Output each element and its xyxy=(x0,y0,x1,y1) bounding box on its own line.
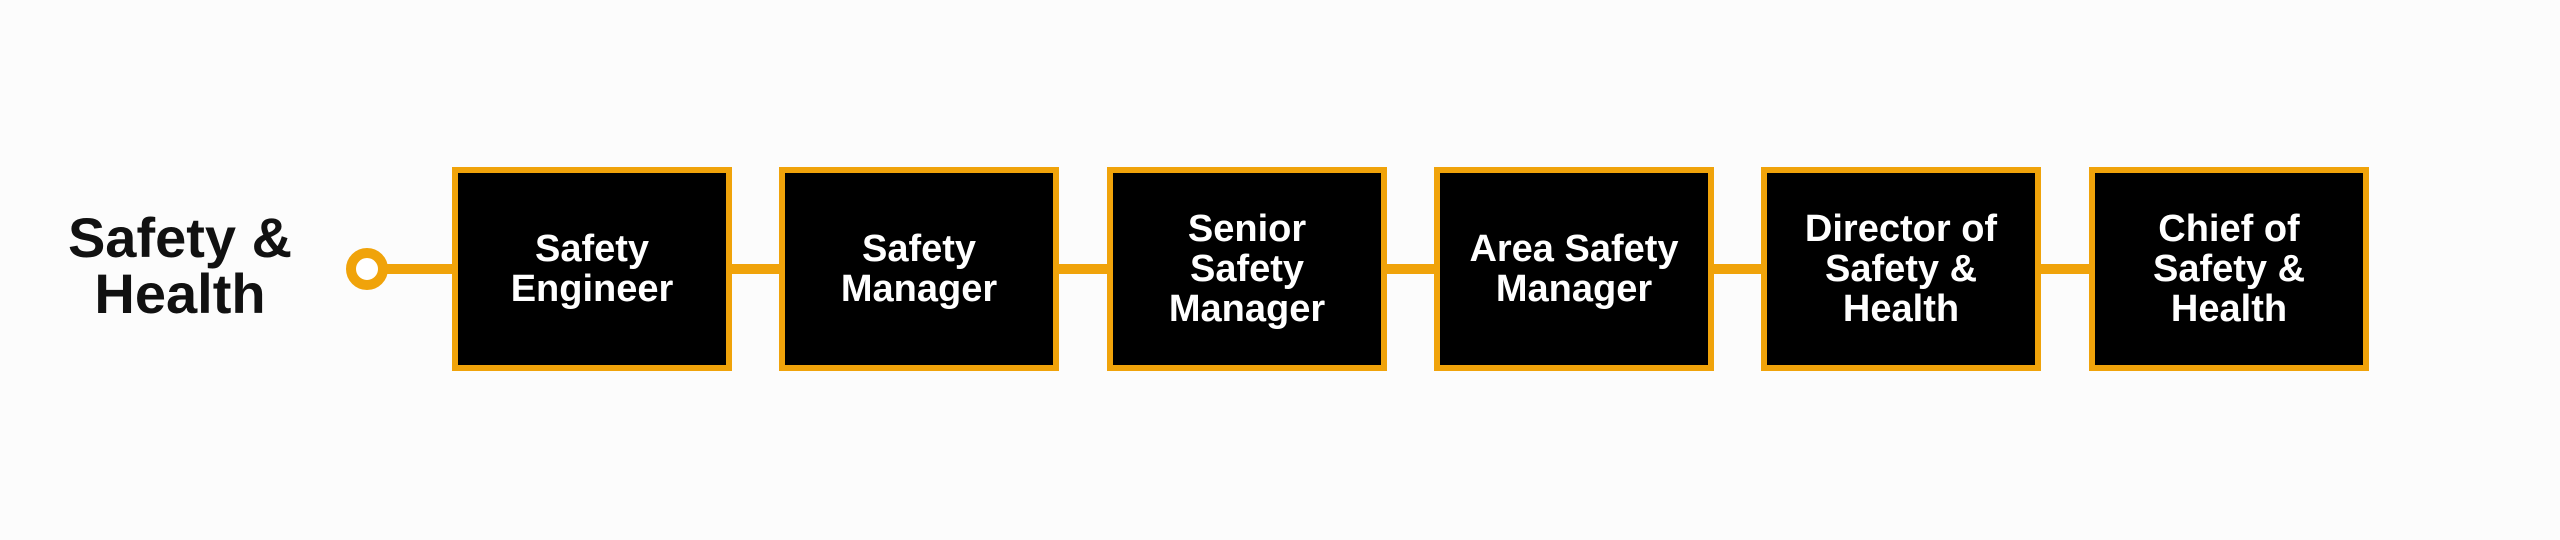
role-box-director-of-safety-and-health: Director of Safety & Health xyxy=(1761,167,2041,371)
connector-line xyxy=(1712,264,1764,274)
track-title: Safety & Health xyxy=(67,206,293,325)
role-box-senior-safety-manager: Senior Safety Manager xyxy=(1107,167,1387,371)
role-label: Area Safety Manager xyxy=(1469,228,1679,310)
connector-line xyxy=(2040,264,2090,274)
role-box-chief-of-safety-and-health: Chief of Safety & Health xyxy=(2089,167,2369,371)
connector-line xyxy=(732,264,782,274)
start-node-icon xyxy=(346,248,388,290)
connector-line xyxy=(1058,264,1110,274)
role-label: Director of Safety & Health xyxy=(1804,208,1998,330)
role-label: Safety Manager xyxy=(840,228,998,310)
role-box-area-safety-manager: Area Safety Manager xyxy=(1434,167,1714,371)
connector-line xyxy=(1386,264,1436,274)
role-label: Senior Safety Manager xyxy=(1168,208,1326,330)
role-box-safety-engineer: Safety Engineer xyxy=(452,167,732,371)
role-label: Safety Engineer xyxy=(510,228,674,310)
role-box-safety-manager: Safety Manager xyxy=(779,167,1059,371)
connector-line xyxy=(384,264,456,274)
role-label: Chief of Safety & Health xyxy=(2152,208,2306,330)
